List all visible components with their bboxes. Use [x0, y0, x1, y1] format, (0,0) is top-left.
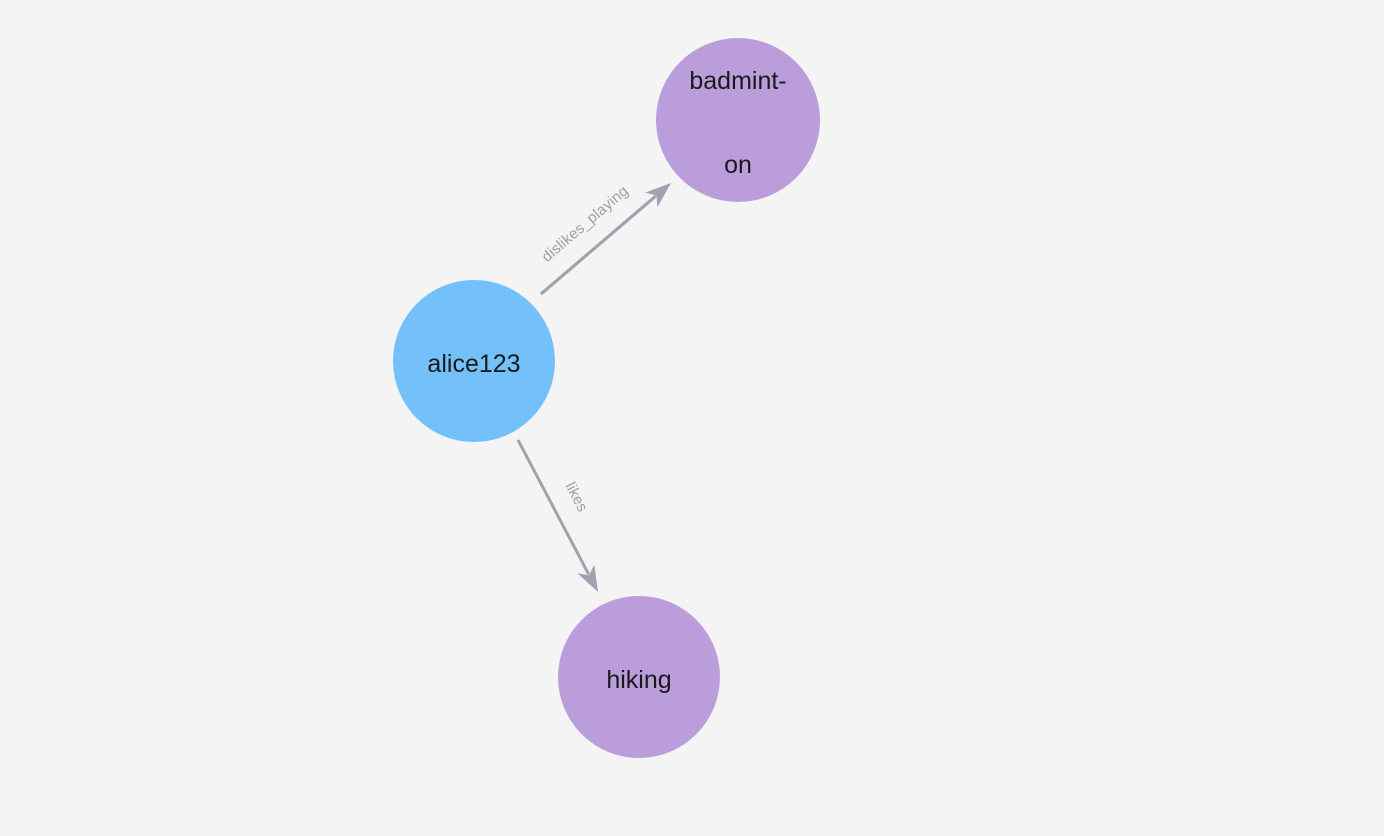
edge-dislikes-playing[interactable]: dislikes_playing	[538, 182, 671, 296]
edge-label-dislikes-playing: dislikes_playing	[538, 182, 631, 265]
node-circle-badminton[interactable]	[656, 38, 820, 202]
edge-line-segment	[540, 194, 657, 296]
arrowhead-icon	[577, 564, 598, 592]
edge-likes[interactable]: likes	[516, 439, 598, 592]
node-circle-hiking[interactable]	[558, 596, 720, 758]
arrowhead-icon	[645, 183, 671, 208]
node-circle-alice123[interactable]	[393, 280, 555, 442]
node-layer	[393, 38, 820, 758]
edge-label-likes: likes	[562, 479, 591, 514]
edge-line[interactable]	[516, 439, 591, 576]
